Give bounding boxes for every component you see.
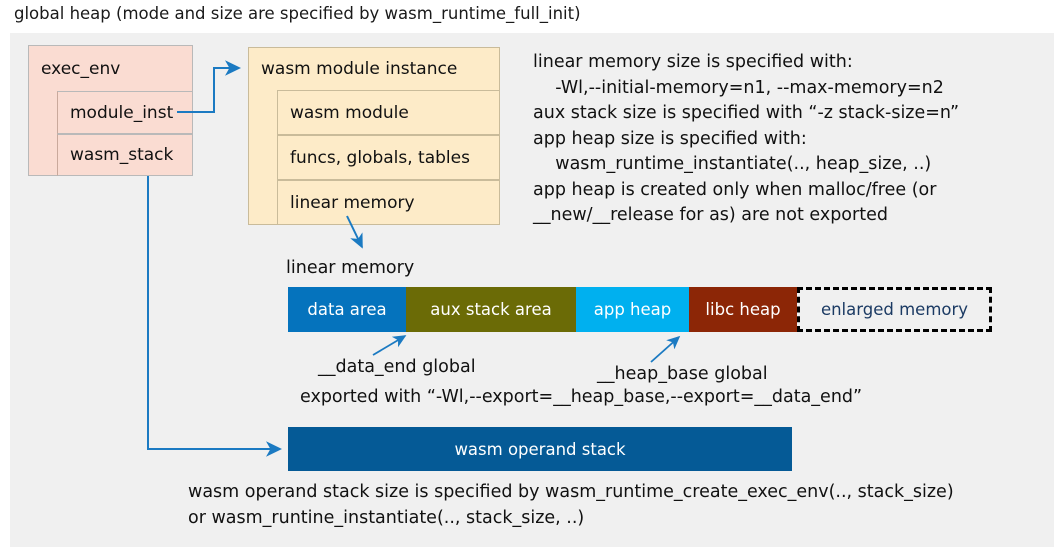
memory-segment-enlarged-memory: enlarged memory: [797, 287, 992, 332]
data-end-annotation: __data_end global: [318, 357, 476, 377]
linear-memory-bar-label: linear memory: [286, 258, 415, 278]
page-title: global heap (mode and size are specified…: [14, 4, 581, 23]
module-field-wasm-module: wasm module: [277, 90, 500, 135]
exec-env-field-wasm-stack: wasm_stack: [57, 134, 193, 176]
exported-with-annotation: exported with “-Wl,--export=__heap_base,…: [300, 387, 863, 407]
module-field-linear-memory: linear memory: [277, 180, 500, 225]
heap-base-annotation: __heap_base global: [597, 364, 768, 384]
memory-segment-data-area: data area: [288, 287, 406, 332]
operand-stack-note: wasm operand stack size is specified by …: [188, 482, 954, 528]
memory-segment-libc-heap: libc heap: [689, 287, 797, 332]
exec-env-field-module-inst: module_inst: [57, 91, 193, 134]
linear-memory-note: linear memory size is specified with: -W…: [533, 52, 960, 225]
memory-segment-aux-stack-area: aux stack area: [406, 287, 576, 332]
memory-segment-app-heap: app heap: [576, 287, 689, 332]
exec-env-title: exec_env: [41, 58, 121, 79]
wasm-module-instance-title: wasm module instance: [261, 59, 458, 79]
module-field-funcs-globals-tables: funcs, globals, tables: [277, 135, 500, 180]
wasm-operand-stack-bar: wasm operand stack: [288, 427, 792, 471]
